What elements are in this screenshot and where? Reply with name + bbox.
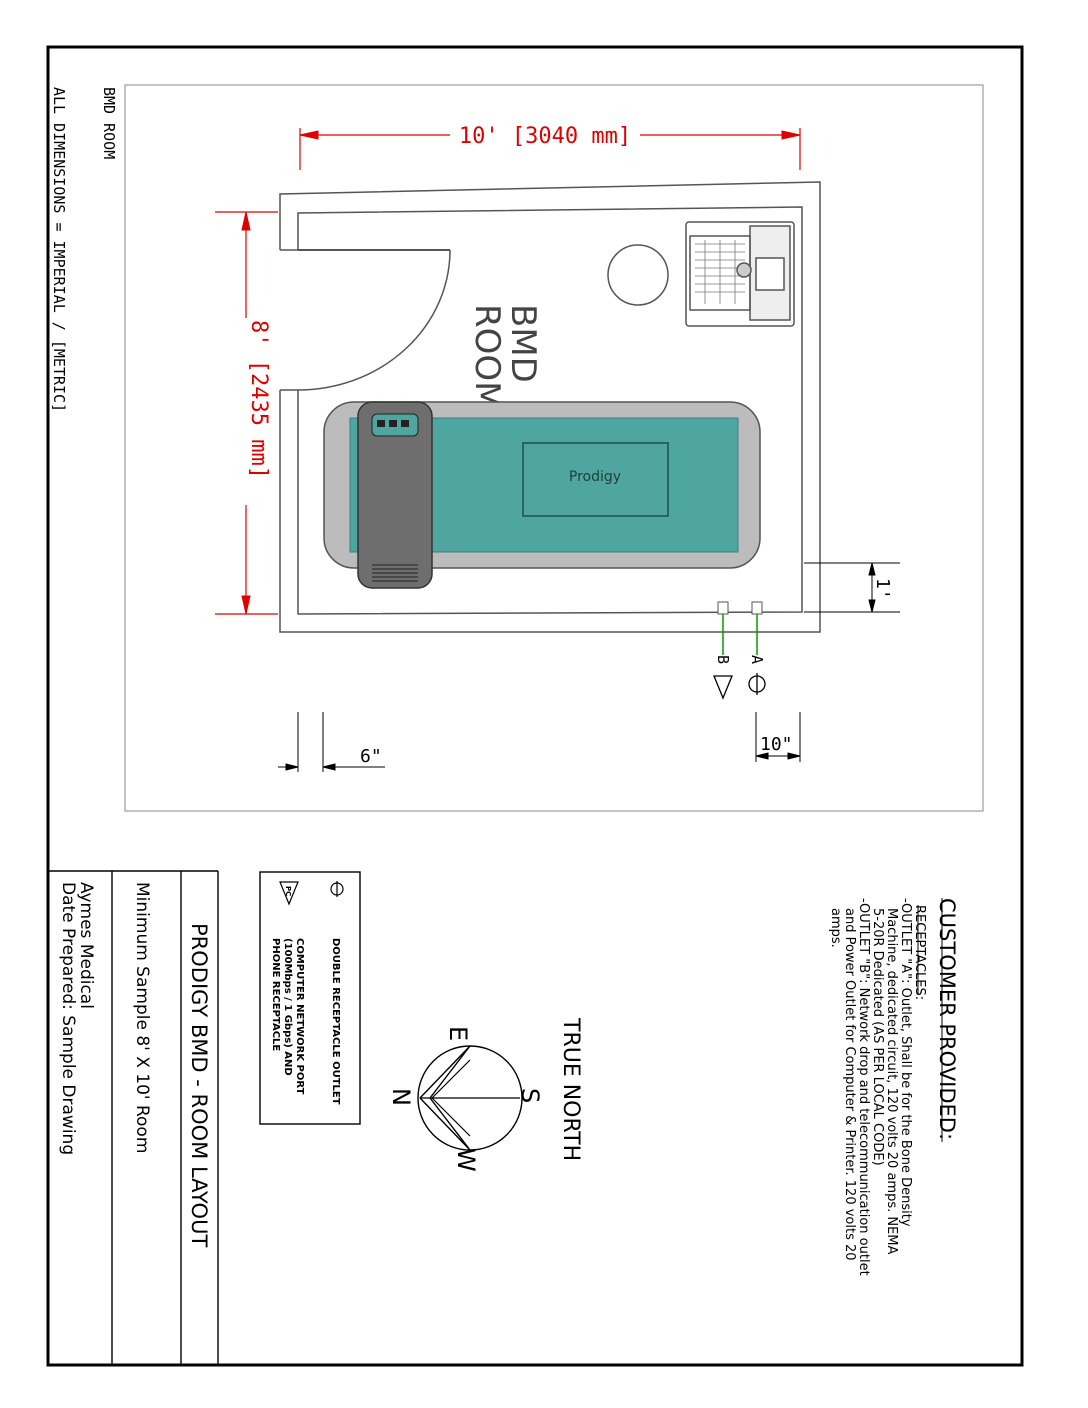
outlet-b-symbol — [713, 675, 733, 700]
customer-line-4: -OUTLET "B": Network drop and telecommun… — [856, 898, 871, 1276]
legend-network-line3: PHONE RECEPTACLE — [270, 938, 281, 1051]
legend-network-line2: (100Mbps / 1 Gbps) AND — [282, 938, 293, 1076]
dimension-length — [215, 211, 278, 615]
header-dimensions-note: ALL DIMENSIONS = IMPERIAL / [METRIC] — [50, 87, 68, 412]
compass-label: TRUE NORTH — [558, 1017, 583, 1161]
round-stool — [607, 244, 669, 306]
compass: TRUE NORTH N E S W — [387, 1017, 583, 1172]
dimension-one-foot — [804, 562, 900, 613]
customer-line-5: and Power Outlet for Computer & Printer.… — [842, 908, 857, 1261]
drawing-frame — [124, 84, 984, 812]
customer-line-2: Machine, dedicated circuit, 120 volts 20… — [884, 908, 899, 1255]
receptacles-subtitle: RECEPTACLES: — [912, 905, 927, 1000]
dimension-width — [299, 128, 801, 170]
room-label-room: ROOM — [467, 304, 507, 410]
room-label-bmd: BMD — [503, 304, 543, 383]
customer-title: CUSTOMER PROVIDED: — [935, 898, 959, 1140]
scanner-arm — [357, 401, 433, 589]
legend-outlet-desc: DOUBLE RECEPTACLE OUTLET — [330, 938, 341, 1105]
compass-s: S — [516, 1088, 544, 1103]
outlet-a-label: A — [748, 655, 766, 664]
outlet-b-label: B — [714, 655, 732, 664]
customer-provided-notes: CUSTOMER PROVIDED: RECEPTACLES: -OUTLET … — [828, 898, 959, 1276]
table-label-box — [522, 442, 669, 517]
dimension-one-foot-label: 1' — [872, 578, 893, 600]
title-block-title: PRODIGY BMD - ROOM LAYOUT — [187, 923, 211, 1247]
sheet-border — [46, 45, 1024, 1367]
room-walls — [279, 181, 821, 633]
machine-label: Prodigy — [569, 469, 621, 485]
dimension-six-inch-label: 6" — [360, 746, 382, 767]
compass-n: N — [387, 1088, 415, 1106]
legend-network-symbol: PC — [284, 886, 292, 896]
title-block: PRODIGY BMD - ROOM LAYOUT Minimum Sample… — [48, 870, 219, 1365]
customer-line-6: amps. — [828, 908, 843, 948]
workstation — [607, 221, 795, 327]
dimension-ten-inch-label: 10" — [760, 734, 793, 755]
header-title: BMD ROOM — [100, 87, 118, 159]
legend-network-line1: COMPUTER NETWORK PORT — [294, 938, 305, 1095]
legend-box: DOUBLE RECEPTACLE OUTLET PC COMPUTER NET… — [259, 871, 361, 1125]
outlets: A B — [713, 601, 766, 700]
compass-e: E — [444, 1026, 472, 1041]
title-block-subtitle: Minimum Sample 8' X 10' Room — [132, 882, 152, 1153]
dimension-ten-inch — [755, 712, 801, 762]
title-block-date: Date Prepared: Sample Drawing — [58, 882, 78, 1155]
customer-line-3: 5-20R Dedicated (AS PER LOCAL CODE) — [870, 908, 885, 1166]
dimension-length-label: 8' [2435 mm] — [246, 320, 271, 479]
legend-network-icon — [279, 881, 299, 906]
workstation-desk — [685, 221, 795, 327]
dimension-six-inch — [278, 712, 385, 772]
dimension-width-label: 10' [3040 mm] — [459, 124, 631, 149]
title-block-company: Aymes Medical — [76, 882, 96, 1009]
compass-w: W — [452, 1148, 480, 1172]
customer-line-1: -OUTLET "A": Outlet, Shall be for the Bo… — [898, 898, 913, 1227]
